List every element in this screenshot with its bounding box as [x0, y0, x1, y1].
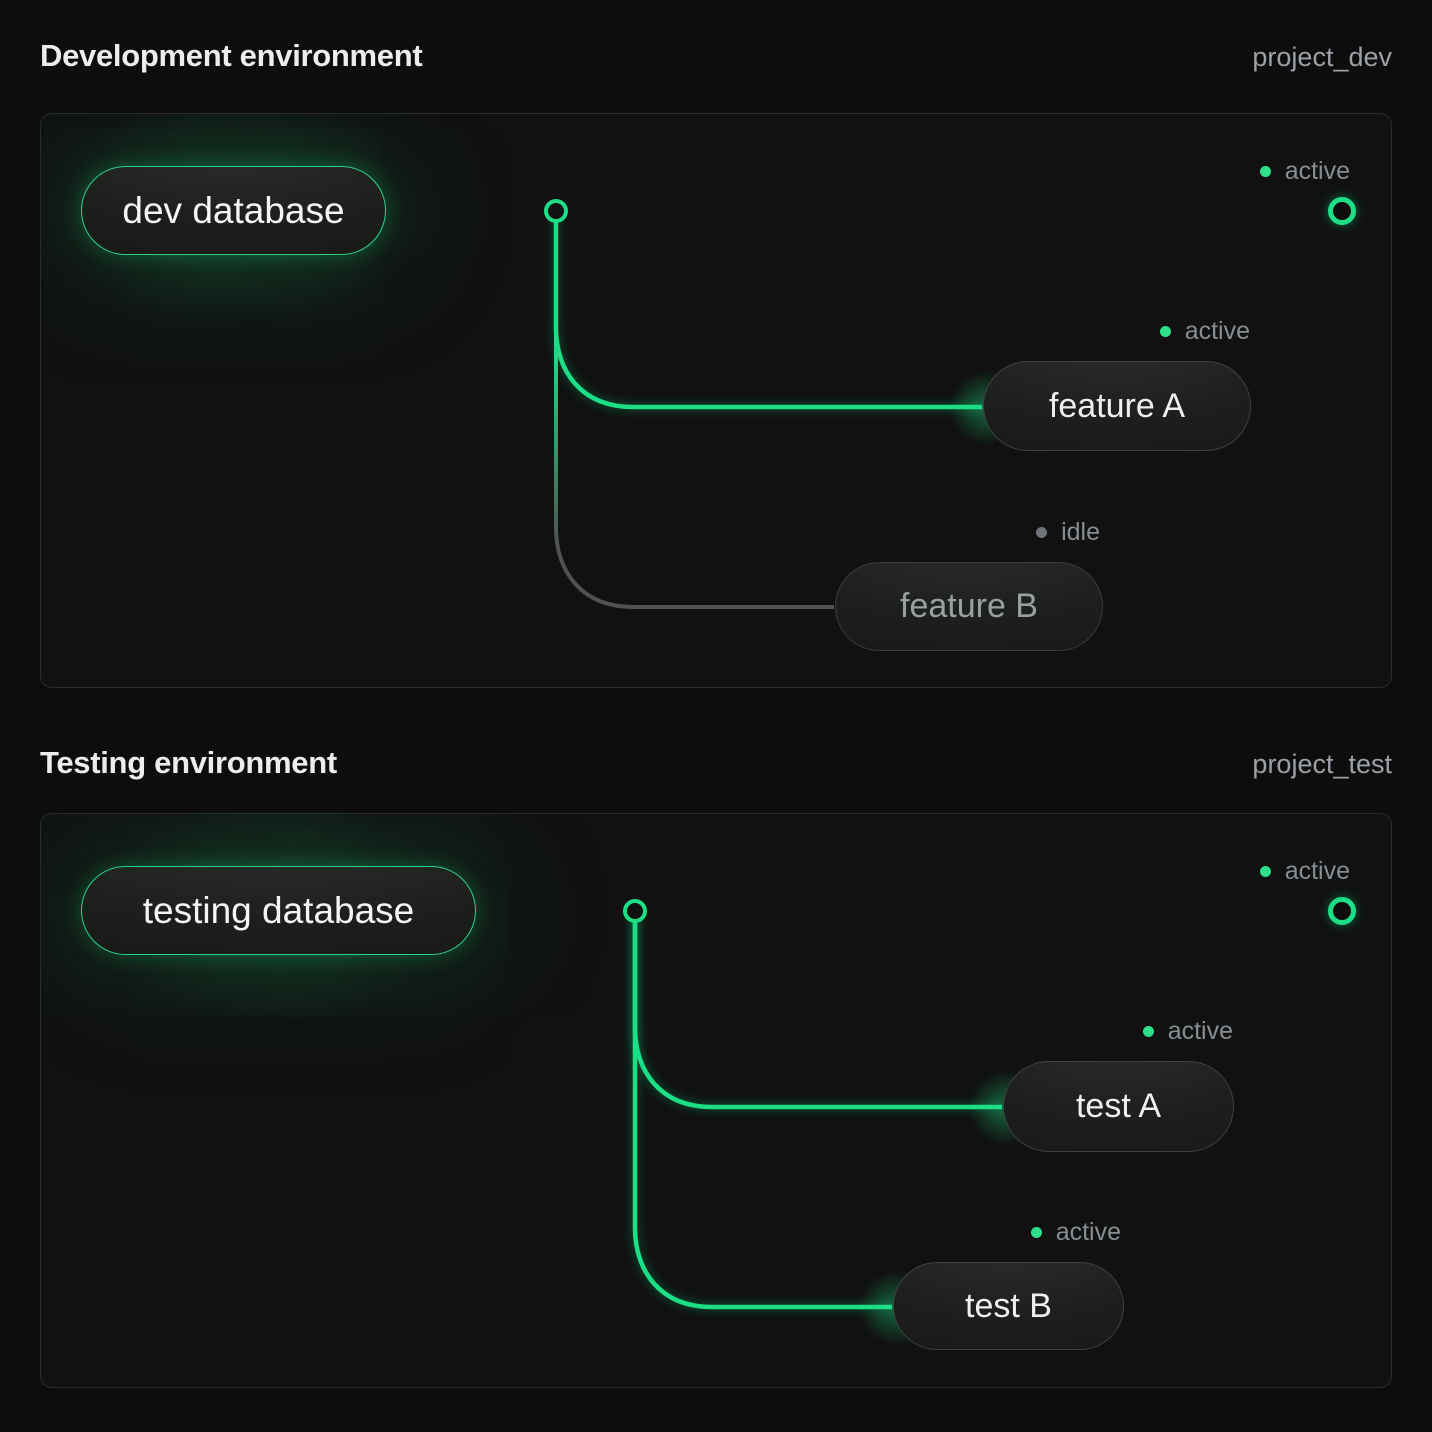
feature-a-status-text: active [1184, 317, 1250, 345]
test-branch-graph-panel: testing database test A test B active ac… [40, 813, 1392, 1388]
project-name: project_dev [1252, 42, 1392, 72]
section-testing: Testing environment project_test [40, 745, 1392, 1388]
test-b-label: test B [965, 1286, 1052, 1325]
trunk-status-badge: active [1259, 156, 1350, 186]
feature-b-node[interactable]: feature B [835, 562, 1103, 651]
branch-line-feature-b [554, 319, 834, 609]
branch-line-test-a [632, 911, 1002, 1110]
trunk-status-badge: active [1259, 856, 1350, 886]
branching-diagram-page: Development environment project_dev [40, 38, 1392, 1388]
test-a-node[interactable]: test A [1003, 1061, 1234, 1152]
feature-a-status-badge: active [1159, 316, 1250, 346]
test-a-label: test A [1075, 1087, 1162, 1125]
feature-a-label: feature A [1048, 386, 1186, 425]
test-b-status-text: active [1055, 1218, 1121, 1246]
branch-line-test-b [632, 911, 892, 1310]
section-development: Development environment project_dev [40, 38, 1392, 688]
testing-database-node[interactable]: testing database [81, 866, 476, 955]
status-dot-icon [1036, 526, 1048, 538]
test-b-node[interactable]: test B [893, 1262, 1124, 1350]
dev-section-header: Development environment project_dev [40, 38, 1392, 78]
status-dot-icon [1030, 1226, 1042, 1238]
branch-junction-node [544, 199, 568, 223]
feature-b-status-badge: idle [1036, 517, 1100, 547]
branch-junction-node [623, 899, 647, 923]
dev-database-label: dev database [122, 189, 345, 231]
dev-database-node[interactable]: dev database [81, 166, 386, 255]
status-dot-icon [1259, 865, 1271, 877]
status-dot-icon [1259, 165, 1271, 177]
status-dot-icon [1142, 1025, 1154, 1037]
status-dot-icon [1159, 325, 1171, 337]
dev-branch-graph [385, 197, 1356, 609]
test-section-header: Testing environment project_test [40, 745, 1392, 785]
test-a-status-badge: active [1142, 1016, 1233, 1046]
testing-database-label: testing database [142, 889, 415, 931]
test-branch-graph [475, 897, 1356, 1310]
feature-b-status-text: idle [1061, 518, 1100, 546]
trunk-head-node [1328, 197, 1356, 225]
project-name: project_test [1252, 749, 1392, 779]
branch-line-feature-a [553, 211, 982, 410]
test-b-status-badge: active [1030, 1217, 1121, 1247]
dev-branch-graph-panel: dev database feature A feature B active … [40, 113, 1392, 688]
trunk-status-text: active [1284, 157, 1350, 185]
trunk-status-text: active [1284, 857, 1350, 885]
section-title: Testing environment [40, 745, 337, 780]
test-a-status-text: active [1167, 1017, 1233, 1045]
feature-b-label: feature B [900, 587, 1038, 625]
feature-a-node[interactable]: feature A [983, 361, 1251, 451]
section-title: Development environment [40, 38, 423, 73]
trunk-head-node [1328, 897, 1356, 925]
